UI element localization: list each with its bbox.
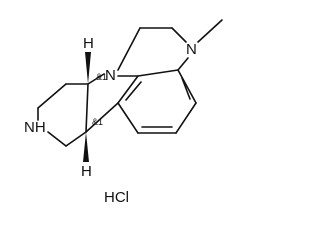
bond-n1-ch2a bbox=[117, 27, 141, 71]
stereo-label-top: &1 bbox=[96, 72, 107, 82]
atom-n-ring-a: N bbox=[105, 67, 116, 84]
bond-ch2c-ch2d bbox=[37, 83, 67, 109]
bond-ar4-ar3 bbox=[117, 102, 139, 134]
bond-ar6-ar5 bbox=[175, 102, 197, 134]
bond-ar3-ar2 bbox=[117, 75, 139, 104]
atom-nh: NH bbox=[24, 119, 46, 136]
bond-c9a-c5a bbox=[85, 83, 89, 133]
bond-n1-c9a bbox=[87, 73, 105, 85]
bond-ar1-ar6 bbox=[177, 69, 197, 104]
bond-nh-ch2e bbox=[47, 131, 67, 147]
bond-ar1-ar2 bbox=[137, 69, 179, 77]
atom-h-bottom: H bbox=[81, 163, 92, 180]
bond-ch2b-n2 bbox=[171, 27, 187, 43]
wedge-bottom-h bbox=[83, 132, 89, 162]
atom-n-ring-b: N bbox=[186, 41, 197, 58]
molecule-diagram: N N NH H H &1 &1 HCl bbox=[24, 19, 223, 206]
stereo-label-bottom: &1 bbox=[92, 117, 103, 127]
bond-c5a-ar4 bbox=[85, 102, 119, 133]
salt-label: HCl bbox=[104, 189, 129, 206]
wedge-top-h bbox=[85, 52, 91, 84]
bond-n2-ar bbox=[177, 57, 189, 71]
bond-ar-double-1 bbox=[181, 77, 191, 100]
atom-h-top: H bbox=[83, 35, 94, 52]
structure-canvas: N N NH H H &1 &1 HCl bbox=[24, 19, 223, 206]
bond-ch2e-c5a bbox=[65, 131, 87, 147]
bond-ar-double-3 bbox=[125, 81, 142, 101]
bond-n2-methyl bbox=[197, 19, 223, 43]
